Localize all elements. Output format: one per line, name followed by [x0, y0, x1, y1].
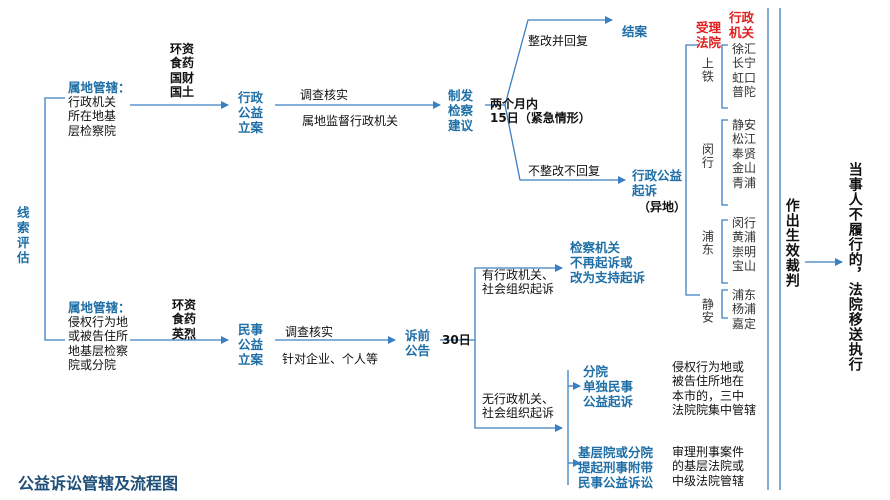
admin-closed: 结案 — [622, 24, 648, 39]
admin-investigate: 调查核实 — [300, 88, 349, 102]
admin-jurisdiction-label: 属地管辖： — [68, 80, 131, 95]
district-list-pudong: 闵行 黄浦 崇明 宝山 — [732, 216, 757, 274]
admin-other-place: （异地） — [638, 200, 687, 214]
civil-days: 30日 — [442, 333, 471, 347]
admin-case-filing: 行政 公益 立案 — [238, 90, 264, 135]
civil-branch-desc: 侵权行为地或 被告住所地在 本市的，三中 法院院集中管辖 — [672, 360, 757, 418]
civil-has-org-result: 检察机关 不再起诉或 改为支持起诉 — [570, 240, 646, 285]
civil-case-filing: 民事 公益 立案 — [238, 322, 264, 367]
admin-rectified: 整改并回复 — [528, 34, 589, 48]
civil-target: 针对企业、个人等 — [282, 352, 379, 366]
admin-supervise: 属地监督行政机关 — [302, 114, 399, 128]
district-list-jingan: 浦东 杨浦 嘉定 — [732, 288, 757, 331]
judgment: 作出生效裁判 — [783, 198, 800, 288]
district-list-minhang: 静安 松江 奉贤 金山 青浦 — [732, 118, 757, 190]
clue-evaluation-label: 线 索 评 估 — [17, 205, 30, 265]
admin-deadline: 两个月内 15日（紧急情形） — [490, 97, 591, 126]
civil-jurisdiction-label: 属地管辖： — [68, 300, 131, 315]
court-group-minhang: 闵行 — [700, 143, 715, 169]
admin-jurisdiction-text: 行政机关 所在地基 层检察院 — [68, 95, 117, 138]
admin-proposal: 制发 检察 建议 — [448, 88, 474, 133]
court-group-shangtie: 上铁 — [700, 57, 715, 83]
civil-has-org: 有行政机关、 社会组织起诉 — [482, 268, 555, 297]
admin-not-rectified: 不整改不回复 — [528, 164, 601, 178]
court-group-pudong: 浦东 — [700, 230, 715, 256]
civil-basic: 基层院或分院 提起刑事附带 民事公益诉讼 — [578, 445, 654, 490]
civil-jurisdiction-text: 侵权行为地 或被告住所 地基层检察 院或分院 — [68, 315, 129, 373]
civil-basic-desc: 审理刑事案件 的基层法院或 中级法院管辖 — [672, 445, 745, 488]
civil-branch: 分院 单独民事 公益起诉 — [583, 364, 634, 409]
civil-notice: 诉前 公告 — [405, 328, 431, 358]
civil-fields: 环资 食药 英烈 — [172, 298, 197, 341]
accepting-court-header: 受理 法院 — [696, 20, 722, 50]
court-group-jingan: 静安 — [700, 298, 715, 324]
admin-lawsuit: 行政公益 起诉 — [632, 168, 683, 198]
agency-header: 行政 机关 — [729, 10, 755, 40]
enforcement: 当事人不履行的，法院移送执行 — [846, 162, 863, 372]
district-list-shangtie: 徐汇 长宁 虹口 普陀 — [732, 42, 757, 100]
civil-no-org: 无行政机关、 社会组织起诉 — [482, 392, 555, 421]
chart-title: 公益诉讼管辖及流程图 — [18, 474, 179, 493]
admin-fields: 环资 食药 国财 国土 — [170, 42, 195, 100]
civil-investigate: 调查核实 — [285, 325, 334, 339]
